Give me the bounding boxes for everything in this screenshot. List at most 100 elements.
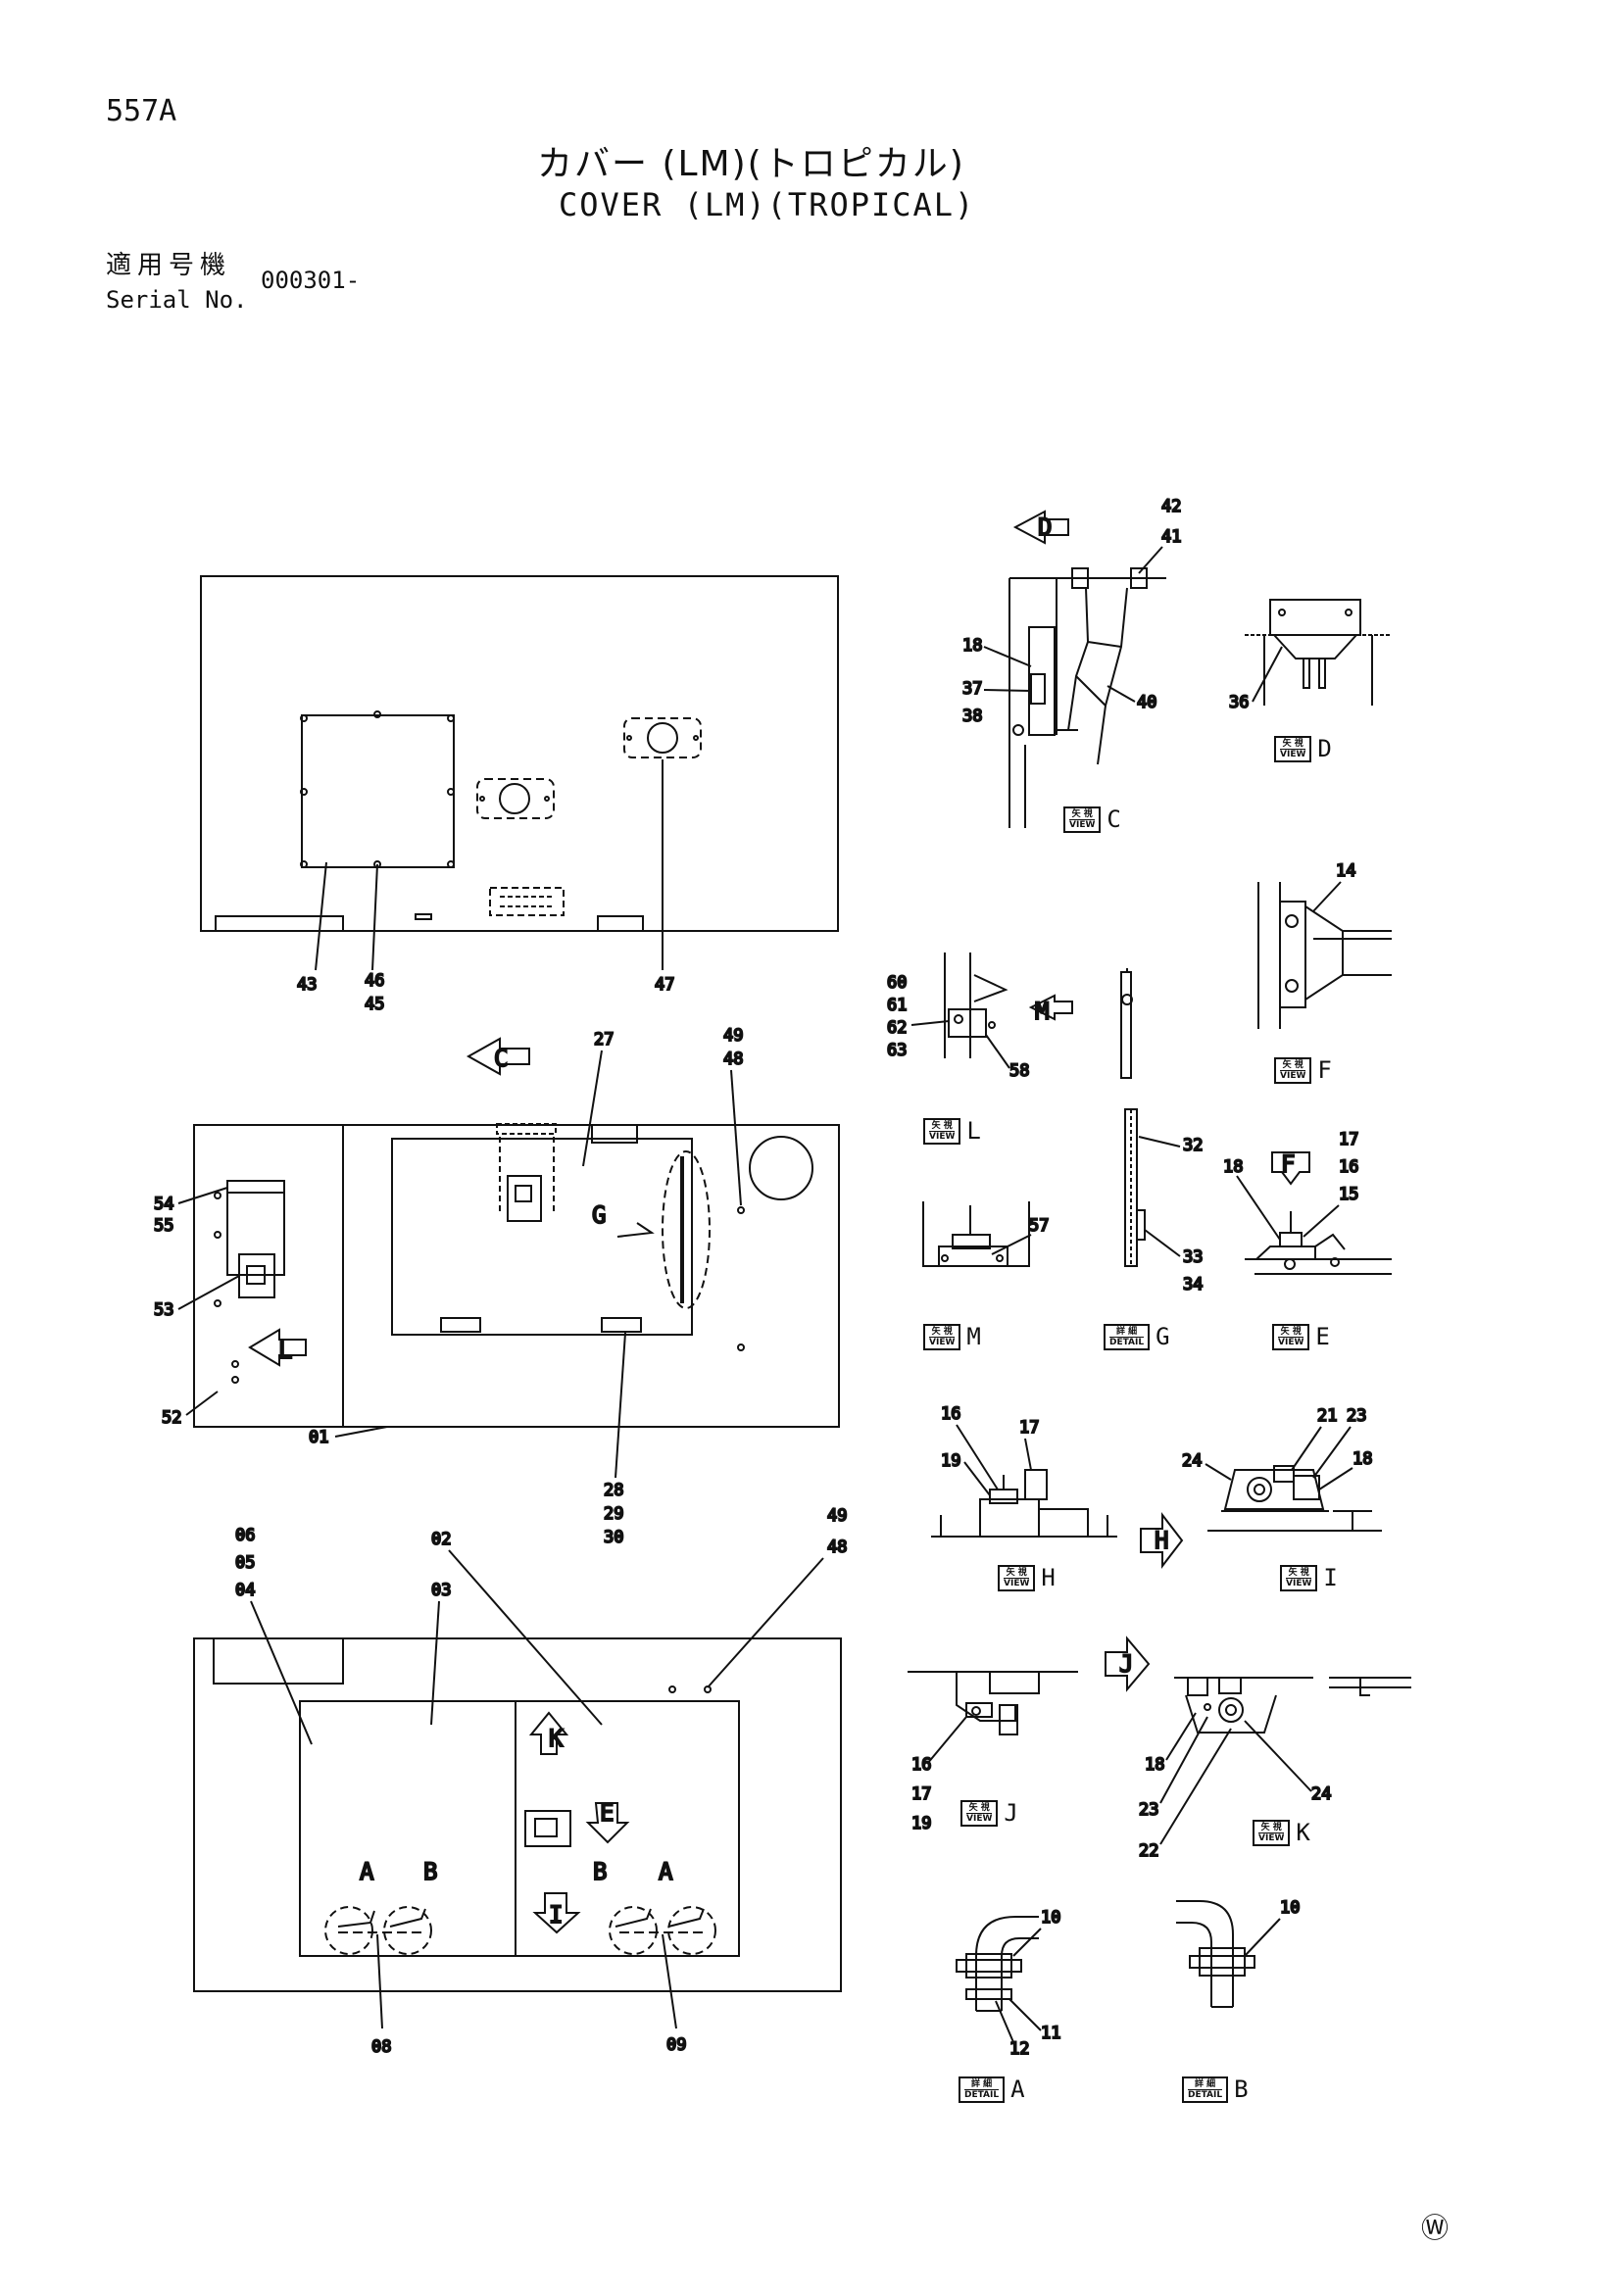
view-tag-en: VIEW — [929, 1131, 956, 1142]
view-h-diagram — [931, 1469, 1117, 1538]
detail-tag-jp: 詳 細 — [964, 2079, 1000, 2090]
part-17-e: 17 — [1339, 1130, 1358, 1149]
part-45: 45 — [365, 995, 384, 1014]
view-tag-jp: 矢 視 — [929, 1121, 956, 1132]
part-04: 04 — [235, 1581, 255, 1600]
part-41: 41 — [1161, 527, 1181, 547]
view-j-arrow — [1105, 1636, 1151, 1692]
view-h-arrow — [1140, 1512, 1184, 1569]
view-tag-en: VIEW — [1280, 1070, 1306, 1081]
view-k-diagram — [1174, 1677, 1411, 1734]
view-tag-letter-i: I — [1323, 1564, 1338, 1591]
panel-top-view — [200, 575, 839, 971]
slot-plate — [489, 887, 565, 916]
view-tag-en: VIEW — [966, 1813, 993, 1824]
title-japanese: カバー (LM)(トロピカル) — [537, 144, 965, 184]
view-tag-letter-m: M — [966, 1323, 981, 1350]
detail-tag-jp: 詳 細 — [1109, 1327, 1145, 1338]
footer-mark: Ⓦ — [1421, 2212, 1450, 2244]
part-18-k: 18 — [1145, 1755, 1164, 1775]
view-i-marker: I — [549, 1901, 563, 1929]
part-28: 28 — [604, 1481, 623, 1500]
part-61: 61 — [887, 996, 907, 1015]
view-tag-letter-e: E — [1315, 1323, 1330, 1350]
part-52: 52 — [162, 1408, 181, 1428]
part-63: 63 — [887, 1041, 907, 1060]
view-e-marker: E — [600, 1799, 614, 1827]
view-f-marker: F — [1281, 1150, 1295, 1178]
part-16-e: 16 — [1339, 1157, 1358, 1177]
part-58: 58 — [1009, 1061, 1029, 1081]
view-tag-letter-h: H — [1041, 1564, 1056, 1591]
title-english: COVER (LM)(TROPICAL) — [559, 186, 976, 223]
part-18-c: 18 — [962, 636, 982, 656]
part-36: 36 — [1229, 693, 1249, 712]
part-23-i: 23 — [1347, 1406, 1366, 1426]
detail-tag-en: DETAIL — [964, 2089, 1000, 2100]
part-38: 38 — [962, 707, 982, 726]
part-40: 40 — [1137, 693, 1156, 712]
part-43: 43 — [297, 975, 317, 995]
detail-tag-en: DETAIL — [1109, 1337, 1145, 1347]
detail-g-diagram — [1120, 968, 1146, 1267]
part-34: 34 — [1183, 1275, 1203, 1295]
view-tag-en: VIEW — [1258, 1832, 1285, 1843]
part-19-h: 19 — [941, 1451, 960, 1471]
view-tag-letter-d: D — [1317, 735, 1332, 762]
view-tag-en: VIEW — [1280, 749, 1306, 759]
part-30: 30 — [604, 1528, 623, 1547]
part-09: 09 — [666, 2035, 686, 2055]
detail-tag-letter-g: G — [1156, 1323, 1170, 1350]
detail-a-marker-left: A — [360, 1858, 374, 1885]
view-d-diagram — [1245, 599, 1392, 706]
view-m-diagram — [922, 1201, 1030, 1267]
view-l-diagram — [944, 953, 1073, 1058]
part-18-e: 18 — [1223, 1157, 1243, 1177]
detail-tag-jp: 詳 細 — [1188, 2079, 1223, 2090]
part-53: 53 — [154, 1300, 173, 1320]
inspection-cover — [300, 710, 455, 868]
serial-number-value: 000301- — [261, 267, 361, 294]
part-33: 33 — [1183, 1247, 1203, 1267]
part-16-h: 16 — [941, 1404, 960, 1424]
part-37: 37 — [962, 679, 982, 699]
view-tag-jp: 矢 視 — [1258, 1823, 1285, 1833]
part-16-j: 16 — [911, 1755, 931, 1775]
part-06: 06 — [235, 1526, 255, 1545]
part-24-i: 24 — [1182, 1451, 1202, 1471]
part-24-k: 24 — [1311, 1784, 1331, 1804]
view-e-diagram — [1245, 1151, 1392, 1275]
part-10-a: 10 — [1041, 1908, 1060, 1928]
view-tag-jp: 矢 視 — [929, 1327, 956, 1338]
grommet-right — [623, 717, 702, 758]
part-23-k: 23 — [1139, 1800, 1158, 1820]
panel-middle-view — [193, 1123, 840, 1428]
view-k-marker: K — [549, 1725, 564, 1752]
part-29: 29 — [604, 1504, 623, 1524]
part-55: 55 — [154, 1216, 173, 1236]
grommet-center — [476, 778, 555, 819]
view-tag-jp: 矢 視 — [1280, 739, 1306, 750]
view-j-marker: J — [1119, 1650, 1133, 1678]
detail-tag-letter-b: B — [1234, 2076, 1249, 2103]
view-tag-letter-f: F — [1317, 1056, 1332, 1084]
part-47: 47 — [655, 975, 674, 995]
view-tag-en: VIEW — [929, 1337, 956, 1347]
detail-tag-letter-a: A — [1010, 2076, 1025, 2103]
part-21: 21 — [1317, 1406, 1337, 1426]
part-05: 05 — [235, 1553, 255, 1573]
view-j-diagram — [908, 1671, 1078, 1735]
panel-bottom-view — [193, 1637, 842, 2029]
view-tag-letter-j: J — [1004, 1799, 1018, 1827]
view-tag-jp: 矢 視 — [1280, 1060, 1306, 1071]
part-49-mid: 49 — [723, 1026, 743, 1046]
part-46: 46 — [365, 971, 384, 991]
